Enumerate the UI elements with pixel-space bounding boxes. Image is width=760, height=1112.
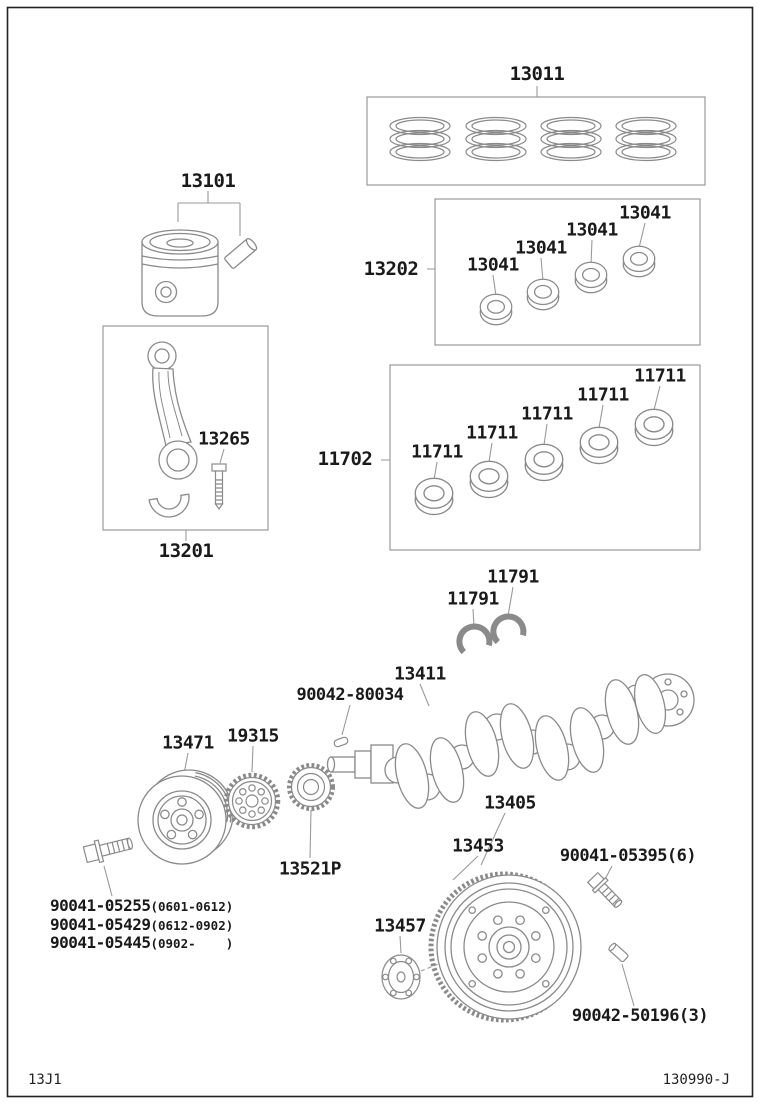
label-ring-gear: 13453 [452, 835, 504, 857]
pulley-bolt-number-1: 90041-05255 [50, 896, 151, 915]
thrust-washers-drawing [456, 613, 525, 652]
crankshaft-pulley-drawing [137, 769, 234, 865]
label-straight-pin: 90042-50196(3) [571, 1006, 709, 1026]
page-code: 13J1 [28, 1072, 62, 1088]
leader-lines [103, 86, 661, 1007]
piston-ring-set-3 [540, 116, 602, 162]
label-crankshaft-key: 90042-80034 [296, 685, 404, 705]
drawing-number: 130990-J [662, 1072, 730, 1088]
pulley-bolt-range-1: (0601-0612) [150, 899, 234, 914]
thrust-washer-1 [456, 623, 491, 652]
connrod-bolt-drawing [211, 463, 227, 511]
label-crank-bearing-5: 11711 [634, 365, 686, 387]
straight-pin-drawing [608, 942, 629, 963]
crank-bearing-1 [414, 477, 454, 516]
label-piston: 13101 [180, 170, 236, 192]
label-thrust-washer-1: 11791 [447, 588, 499, 610]
flywheel-bolt-drawing [586, 871, 623, 908]
thrust-washer-2 [490, 613, 525, 642]
label-connrod-bearing-4: 13041 [619, 202, 671, 224]
page-border-frame [6, 6, 754, 1098]
pulley-bolt-row-2: 90041-05429(0612-0902) [50, 915, 233, 934]
pulley-bolt-range-2: (0612-0902) [150, 917, 234, 933]
pulley-bolt-row-3: 90041-05445(0902- ) [50, 933, 233, 952]
connrod-bearing-3 [574, 261, 608, 294]
piston-ring-set-1 [389, 116, 451, 162]
connrod-bearing-set-box [434, 198, 701, 346]
pulley-bolt-range-3: (0902- ) [150, 936, 234, 951]
pulley-bolt-drawing [82, 837, 133, 864]
piston-ring-sets-drawing [389, 116, 677, 162]
connecting-rod-box [102, 325, 269, 531]
label-thrust-washer-2: 11791 [487, 566, 539, 588]
label-connrod-bearing-2: 13041 [515, 237, 567, 259]
label-crankshaft-pulley: 13471 [162, 732, 214, 754]
label-connrod-bearing-3: 13041 [566, 219, 618, 241]
crankshaft-drawing [326, 673, 695, 809]
flywheel-drawing [428, 871, 582, 1023]
connrod-bearing-1 [479, 293, 513, 326]
connrod-bearing-4 [622, 245, 656, 278]
label-crank-sprocket: 19315 [227, 725, 279, 747]
pulley-bolt-row-1: 90041-05255(0601-0612) [50, 896, 233, 915]
timing-gear-drawing [287, 763, 335, 811]
piston-drawing [141, 229, 219, 317]
crank-bearing-4 [579, 426, 619, 465]
piston-pin-drawing [224, 238, 258, 269]
label-flywheel-spacer: 13457 [374, 915, 426, 937]
label-flywheel: 13405 [484, 792, 536, 814]
piston-ring-set-4 [615, 116, 677, 162]
connecting-rod-drawing [147, 341, 198, 518]
label-crank-bearing-2: 11711 [466, 422, 518, 444]
label-connrod-bearing-1: 13041 [467, 254, 519, 276]
label-piston-ring-set: 13011 [509, 63, 565, 85]
pulley-bolt-note: 90041-05255(0601-0612) 90041-05429(0612-… [50, 896, 233, 952]
piston-ring-set-box [366, 96, 706, 186]
piston-ring-set-2 [465, 116, 527, 162]
label-flywheel-bolt: 90041-05395(6) [559, 846, 697, 866]
label-crank-bearing-set: 11702 [317, 448, 373, 470]
pulley-bolt-number-3: 90041-05445 [50, 933, 151, 952]
label-connrod-bearing-set: 13202 [363, 258, 419, 280]
label-timing-gear: 13521P [278, 858, 342, 880]
label-connrod-bolt: 13265 [198, 428, 250, 450]
label-crank-bearing-3: 11711 [521, 403, 573, 425]
label-crank-bearing-4: 11711 [577, 384, 629, 406]
label-connecting-rod: 13201 [158, 540, 214, 562]
crank-bearing-set-box [389, 364, 701, 551]
connrod-bearing-2 [526, 278, 560, 311]
label-crank-bearing-1: 11711 [411, 441, 463, 463]
pulley-bolt-number-2: 90041-05429 [50, 914, 151, 934]
flywheel-spacer-drawing [381, 954, 421, 1000]
crank-sprocket-drawing [223, 772, 281, 830]
crank-bearing-5 [634, 408, 674, 447]
crank-bearing-2 [469, 460, 509, 499]
label-crankshaft: 13411 [394, 663, 446, 685]
crankshaft-key-drawing [333, 736, 349, 748]
crank-bearing-3 [524, 443, 564, 482]
